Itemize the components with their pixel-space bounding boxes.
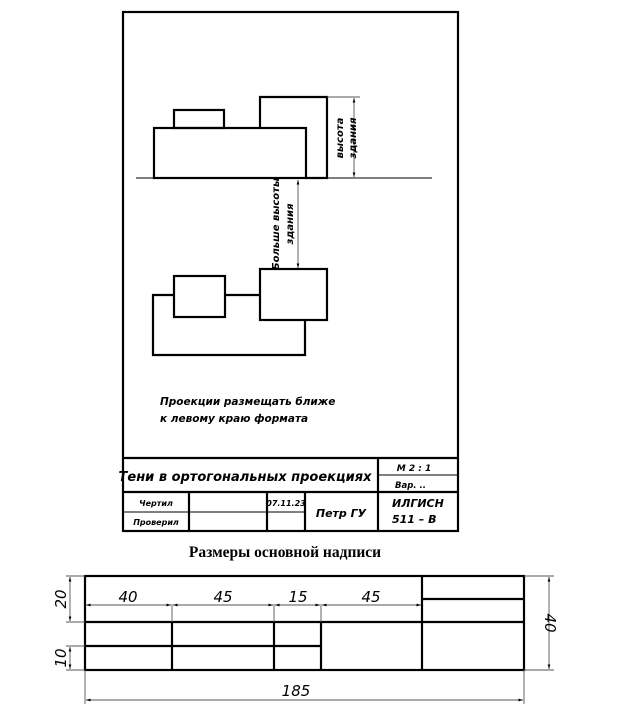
building-height-label-2: здания xyxy=(348,117,359,160)
plan-tall-block xyxy=(258,267,329,322)
gap-label-2: здания xyxy=(285,203,296,246)
dim-total-height-value: 40 xyxy=(541,613,559,632)
plan-view xyxy=(151,267,329,357)
dim-col3-value: 15 xyxy=(288,588,307,606)
front-low-block xyxy=(152,126,308,180)
front-roof-box xyxy=(172,108,226,130)
front-tall-block xyxy=(258,95,329,180)
checked-label: Проверил xyxy=(133,518,179,527)
dim-col1-value: 40 xyxy=(118,588,137,606)
building-height-label-1: высота xyxy=(335,117,346,158)
variant-value: Вар. .. xyxy=(395,481,426,491)
front-view: высота здания xyxy=(136,95,432,180)
plan-roof-box xyxy=(172,274,227,319)
plan-low-block xyxy=(151,293,307,357)
gap-label-1: Больше высоты xyxy=(271,178,282,270)
sheet-frame xyxy=(121,10,460,533)
group-line-2: 511 – В xyxy=(392,513,437,526)
drew-label: Чертил xyxy=(139,499,173,508)
author-value: Петр ГУ xyxy=(316,507,367,520)
note-line-1: Проекции размещать ближе xyxy=(160,396,335,408)
dim-total-width-value: 185 xyxy=(282,682,311,700)
dim-height-rows-value: 10 xyxy=(52,648,70,667)
note-line-2: к левому краю формата xyxy=(160,413,308,425)
drawing-title: Тени в ортогональных проекциях xyxy=(119,470,373,485)
group-line-1: ИЛГИСН xyxy=(392,497,444,510)
section-caption: Размеры основной надписи xyxy=(189,544,381,561)
dim-height-top-value: 20 xyxy=(52,589,70,608)
dim-col4-value: 45 xyxy=(361,588,380,606)
scale-value: М 2 : 1 xyxy=(397,464,431,474)
date-value: 07.11.23 xyxy=(266,499,306,508)
dim-col2-value: 45 xyxy=(213,588,232,606)
title-block: Тени в ортогональных проекциях М 2 : 1 В… xyxy=(119,456,458,531)
dimension-scheme: 40 45 15 45 20 10 40 185 xyxy=(52,574,559,704)
